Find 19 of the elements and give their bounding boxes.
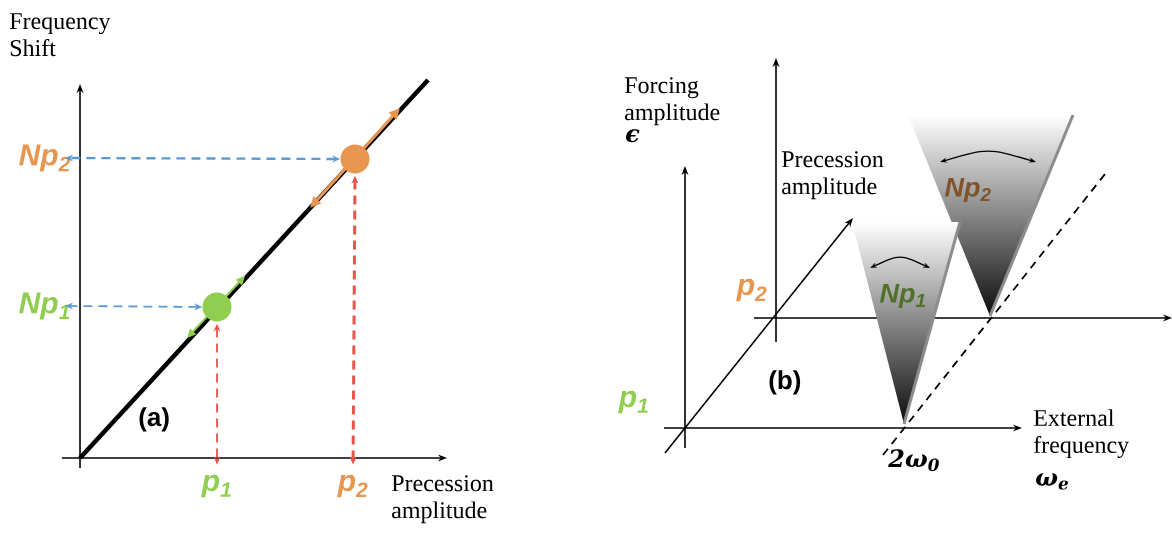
- node-label: Np$_{2}$: [944, 177, 991, 203]
- panel-label: (a): [139, 407, 169, 432]
- axis-symbol: ω$_{e}$: [1036, 473, 1068, 490]
- panel-label: (b): [769, 370, 801, 395]
- axis-value-label: p$_{1}$: [618, 390, 648, 414]
- marker-dot: [340, 144, 370, 174]
- axis-symbol: ϵ: [626, 129, 640, 143]
- axis-title: External frequency: [1033, 409, 1130, 458]
- marker-dot: [202, 292, 232, 322]
- node-label: Np$_{1}$: [879, 283, 925, 309]
- axis-title: Precession amplitude: [391, 475, 494, 524]
- resonance-wedge: Np$_{1}$: [870, 221, 962, 425]
- axis-value-label: p$_{2}$: [736, 278, 767, 302]
- axis-title: Precession amplitude: [781, 151, 884, 200]
- axis-value-label: Np$_{1}$: [19, 292, 70, 320]
- axis-value-label: p$_{1}$: [201, 474, 231, 498]
- axis-symbol: 2ω$_{0}$: [888, 449, 939, 472]
- axis-value-label: p$_{2}$: [337, 474, 368, 498]
- axis-title: Frequency Shift: [9, 13, 111, 57]
